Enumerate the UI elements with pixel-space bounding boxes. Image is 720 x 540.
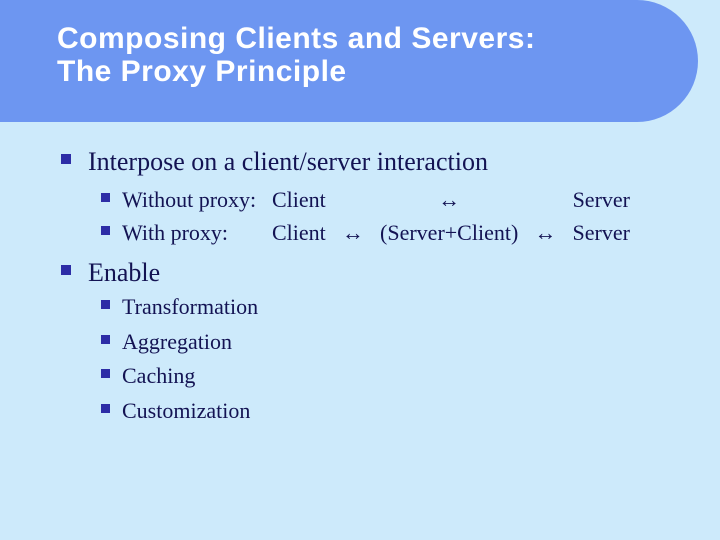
square-bullet-icon	[101, 369, 110, 378]
bullet-item-transformation: Transformation	[101, 293, 258, 320]
enable-item-label: Transformation	[122, 294, 259, 319]
client-node-label: Client	[272, 220, 326, 245]
slide-title-line-2: The Proxy Principle	[57, 55, 347, 88]
with-proxy-label: With proxy:	[122, 220, 229, 245]
bullet-item-customization: Customization	[101, 397, 250, 424]
enable-heading: Enable	[88, 258, 161, 287]
bullet-item-caching: Caching	[101, 362, 195, 389]
bullet-item-aggregation: Aggregation	[101, 328, 232, 355]
without-proxy-label: Without proxy:	[122, 187, 257, 212]
header-band	[0, 0, 698, 122]
square-bullet-icon	[101, 335, 110, 344]
bullet-item-without-proxy: Without proxy: Client ↔ Server	[101, 186, 630, 213]
square-bullet-icon	[101, 226, 110, 235]
bullet-item-enable: Enable	[61, 257, 160, 289]
left-right-arrow-icon: ↔	[438, 187, 461, 212]
slide-title-line-1: Composing Clients and Servers:	[57, 22, 536, 55]
square-bullet-icon	[101, 300, 110, 309]
server-node-label: Server	[572, 187, 630, 212]
enable-item-label: Caching	[122, 363, 196, 388]
interpose-heading: Interpose on a client/server interaction	[88, 147, 488, 176]
enable-item-label: Customization	[122, 398, 251, 423]
square-bullet-icon	[61, 265, 71, 275]
square-bullet-icon	[101, 193, 110, 202]
server-node-label: Server	[572, 220, 630, 245]
bullet-item-with-proxy: With proxy: Client ↔ (Server+Client) ↔ S…	[101, 219, 630, 246]
with-proxy-diagram: Client ↔ (Server+Client) ↔ Server	[272, 219, 630, 246]
square-bullet-icon	[101, 404, 110, 413]
slide-title: Composing Clients and Servers: The Proxy…	[57, 22, 535, 88]
square-bullet-icon	[61, 154, 71, 164]
proxy-node-label: (Server+Client)	[380, 220, 519, 245]
left-right-arrow-icon: ↔	[341, 220, 364, 245]
left-right-arrow-icon: ↔	[534, 220, 557, 245]
enable-item-label: Aggregation	[122, 329, 232, 354]
without-proxy-diagram: Client ↔ Server	[272, 186, 630, 213]
client-node-label: Client	[272, 187, 326, 212]
bullet-item-interpose: Interpose on a client/server interaction	[61, 146, 488, 178]
